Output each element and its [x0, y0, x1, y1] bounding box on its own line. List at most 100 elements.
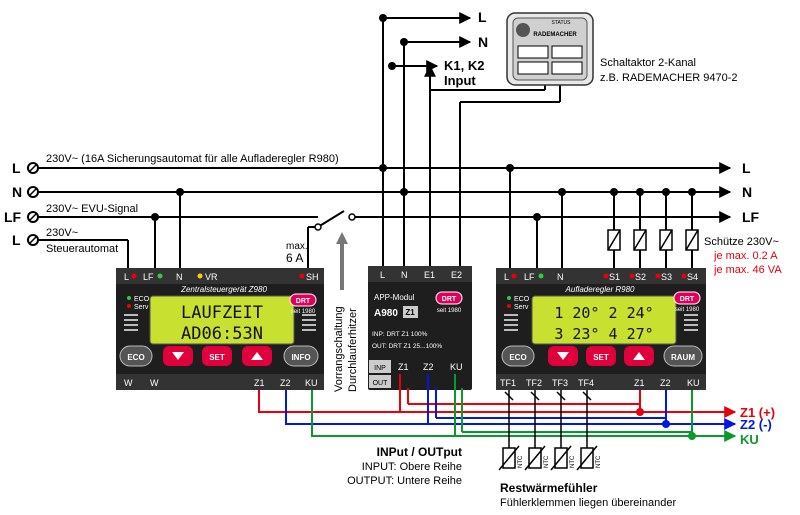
contactor-coils — [607, 229, 699, 251]
charge-term-s1: S1 — [609, 272, 620, 282]
central-term-vr: VR — [205, 272, 218, 282]
charge-term-tf3: TF3 — [552, 378, 568, 388]
actuator-status: STATUS — [552, 20, 572, 26]
app-inp-line: INP: DRT Z1 100% — [372, 331, 428, 338]
line-l1-label: L — [12, 160, 21, 176]
charge-controller: L LF N S1 S2 S3 S4 Aufladeregler R980 EC… — [496, 268, 706, 390]
right-l-label: L — [742, 160, 751, 176]
charge-term-s4: S4 — [687, 272, 698, 282]
io-note-title: INPut / OUTput — [377, 445, 462, 459]
charge-term-z2: Z2 — [660, 378, 671, 388]
k-input-label: K1, K2 — [444, 58, 484, 73]
central-term-z2: Z2 — [280, 378, 291, 388]
central-drops — [127, 192, 362, 268]
charge-eco-button[interactable] — [501, 345, 535, 367]
app-term-z2: Z2 — [423, 362, 434, 372]
charge-set-button[interactable] — [586, 346, 616, 366]
central-info-button[interactable] — [283, 345, 319, 367]
central-set-button[interactable] — [202, 346, 232, 366]
central-term-sh: SH — [306, 272, 319, 282]
bus-z1-wire — [258, 374, 737, 418]
ntc-label-4: NTC — [596, 455, 602, 468]
central-term-l: L — [124, 272, 129, 282]
ntc-label-1: NTC — [518, 455, 524, 468]
line-lf1-label: LF — [4, 209, 22, 225]
charge-term-tf2: TF2 — [526, 378, 542, 388]
central-since: seit 1980 — [291, 309, 316, 315]
central-up-icon — [251, 352, 263, 360]
priority-label-2: Durchlauferhitzer — [347, 308, 359, 392]
line-l1-note: 230V~ (16A Sicherungsautomat für alle Au… — [46, 153, 339, 165]
svg-text:DRT: DRT — [680, 296, 695, 303]
charge-up-icon — [633, 352, 645, 360]
charge-raum-button[interactable] — [663, 345, 703, 367]
actuator-brand: RADEMACHER — [533, 32, 577, 38]
charge-term-ku: KU — [687, 378, 700, 388]
app-model: A980 — [374, 308, 398, 319]
actuator-caption-2: z.B. RADEMACHER 9470-2 — [600, 72, 738, 84]
app-term-n: N — [401, 270, 408, 280]
app-since: seit 1980 — [437, 308, 462, 314]
central-serv: Serv — [134, 304, 149, 311]
charge-term-s2: S2 — [635, 272, 646, 282]
central-term-lf: LF — [143, 272, 154, 282]
max-current-value: 6 A — [286, 251, 303, 265]
charge-term-s3: S3 — [661, 272, 672, 282]
svg-text:SET: SET — [209, 353, 225, 362]
svg-text:RAUM: RAUM — [671, 353, 695, 362]
contactor-limit-power: je max. 46 VA — [713, 264, 782, 276]
charge-term-n: N — [557, 272, 564, 282]
app-term-z1: Z1 — [398, 362, 409, 372]
app-inp-tag: INP — [374, 365, 386, 372]
line-lf1-note: 230V~ EVU-Signal — [46, 203, 138, 215]
svg-text:INFO: INFO — [291, 353, 310, 362]
actuator-logo-icon — [516, 23, 530, 37]
charge-serv: Serv — [514, 304, 529, 311]
line-n1-label: N — [12, 184, 22, 200]
central-down-icon — [172, 352, 184, 360]
sensor-note-title: Restwärmefühler — [500, 481, 598, 495]
central-controller: L LF N VR SH Zentralsteuergerät Z980 ECO… — [116, 268, 324, 390]
right-n-label: N — [742, 184, 752, 200]
central-term-w2: W — [150, 378, 159, 388]
app-module: L N E1 E2 APP-Modul A980 Z1 DRT seit 198… — [368, 266, 472, 390]
central-eco-button[interactable] — [119, 345, 153, 367]
app-out-line: OUT: DRT Z1 25...100% — [372, 343, 442, 350]
app-z1-badge: Z1 — [405, 308, 415, 317]
ntc-label-2: NTC — [544, 455, 550, 468]
charge-lcd-line1: 1 20° 2 24° — [554, 304, 653, 322]
priority-arrow-icon — [336, 232, 348, 290]
line-l2-note-2: Steuerautomat — [46, 243, 118, 255]
charge-drt-logo — [673, 291, 701, 305]
svg-text:DRT: DRT — [296, 298, 311, 305]
charge-title: Aufladeregler R980 — [565, 285, 635, 294]
charge-down-icon — [557, 352, 569, 360]
max-current-label: max. — [286, 241, 308, 252]
contactor-limit-current: je max. 0.2 A — [713, 250, 778, 262]
ntc-label-3: NTC — [570, 455, 576, 468]
ntc-sensor-wiring — [504, 390, 592, 448]
central-eco: ECO — [134, 296, 150, 303]
charge-lcd-line2: 3 23° 4 27° — [554, 325, 653, 343]
app-term-e1: E1 — [424, 270, 435, 280]
central-lcd-line1: LAUFZEIT — [181, 303, 263, 323]
central-term-w1: W — [124, 378, 133, 388]
bus-z2-label: Z2 (-) — [740, 417, 772, 432]
central-lcd — [149, 295, 295, 345]
charge-term-l: L — [504, 272, 509, 282]
ntc-sensors: NTC NTC NTC NTC — [498, 445, 602, 471]
central-term-z1: Z1 — [254, 378, 265, 388]
charge-lcd — [531, 295, 677, 345]
svg-text:DRT: DRT — [442, 296, 457, 303]
left-terminals — [27, 162, 39, 246]
svg-text:ECO: ECO — [509, 353, 526, 362]
top-l-label: L — [478, 9, 487, 25]
app-term-ku: KU — [450, 362, 463, 372]
charge-term-z1: Z1 — [634, 378, 645, 388]
svg-text:SET: SET — [593, 353, 609, 362]
top-n-label: N — [478, 34, 488, 50]
app-term-e2: E2 — [451, 270, 462, 280]
k-input-label-2: Input — [444, 73, 476, 88]
central-lcd-line2: AD06:53N — [181, 324, 263, 344]
